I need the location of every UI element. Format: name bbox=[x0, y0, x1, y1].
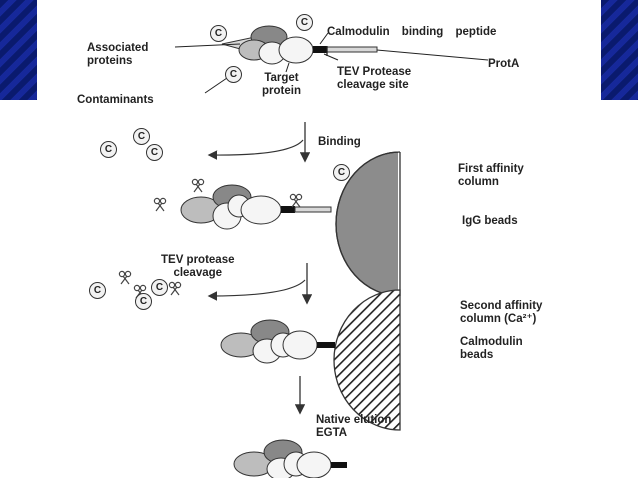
contaminant-c-icon: C bbox=[225, 66, 242, 83]
slide-border-left bbox=[0, 0, 37, 100]
bound-complex bbox=[180, 184, 332, 230]
elution-step bbox=[233, 376, 347, 478]
scissors-icon bbox=[168, 281, 182, 296]
associated-proteins-label: Associated proteins bbox=[87, 42, 149, 67]
contaminant-c-icon: C bbox=[333, 164, 350, 181]
target-protein bbox=[240, 195, 282, 225]
native-elution-label: Native elution EGTA bbox=[316, 414, 392, 439]
contaminants-label: Contaminants bbox=[77, 94, 154, 106]
target-protein bbox=[282, 330, 318, 360]
contaminant-washout-arrow-2 bbox=[207, 279, 306, 301]
contaminant-c-icon: C bbox=[89, 282, 106, 299]
contaminant-c-icon: C bbox=[146, 144, 163, 161]
second-affinity-column-label: Second affinity column (Ca²⁺) bbox=[460, 300, 543, 325]
tev-protease-cleavage-label: TEV protease cleavage bbox=[161, 254, 235, 279]
cleavage-step bbox=[118, 263, 401, 431]
slide-border-right bbox=[601, 0, 638, 100]
calmodulin-bead-column bbox=[333, 289, 401, 431]
target-protein bbox=[296, 451, 332, 478]
contaminant-c-icon: C bbox=[135, 293, 152, 310]
contaminant-c-icon: C bbox=[151, 279, 168, 296]
calmodulin-beads-label: Calmodulin beads bbox=[460, 336, 523, 361]
eluted-complex bbox=[233, 439, 347, 478]
igg-bead-mask bbox=[398, 150, 444, 298]
contaminant-c-icon: C bbox=[296, 14, 313, 31]
prota-tag bbox=[294, 206, 332, 213]
scissors-icon bbox=[153, 197, 167, 212]
calmodulin-binding-peptide-tag bbox=[317, 342, 335, 348]
first-affinity-column-label: First affinity column bbox=[458, 163, 524, 188]
contaminant-washout-arrow-1 bbox=[207, 139, 304, 160]
binding-label: Binding bbox=[318, 136, 361, 148]
calmodulin-binding-peptide-tag bbox=[331, 462, 347, 468]
igg-beads-label: IgG beads bbox=[462, 215, 518, 227]
target-protein-label: Target protein bbox=[262, 72, 301, 97]
scissors-icon bbox=[191, 178, 205, 193]
scissors-icon bbox=[289, 193, 303, 208]
calmodulin-binding-peptide-tag bbox=[313, 46, 327, 53]
contaminant-c-icon: C bbox=[133, 128, 150, 145]
tagged-complex-top bbox=[174, 25, 489, 94]
scissors-icon bbox=[118, 270, 132, 285]
contaminant-c-icon: C bbox=[100, 141, 117, 158]
binding-step bbox=[153, 122, 444, 298]
calmodulin-bound-complex bbox=[220, 319, 335, 364]
contaminant-c-icon: C bbox=[210, 25, 227, 42]
target-protein bbox=[278, 36, 314, 64]
calmodulin-binding-peptide-label: Calmodulin binding peptide bbox=[327, 26, 497, 38]
prota-label: ProtA bbox=[488, 58, 520, 70]
tev-cleavage-site-label: TEV Protease cleavage site bbox=[337, 66, 412, 91]
prota-tag bbox=[326, 46, 378, 53]
calmodulin-binding-peptide-tag bbox=[281, 206, 295, 213]
